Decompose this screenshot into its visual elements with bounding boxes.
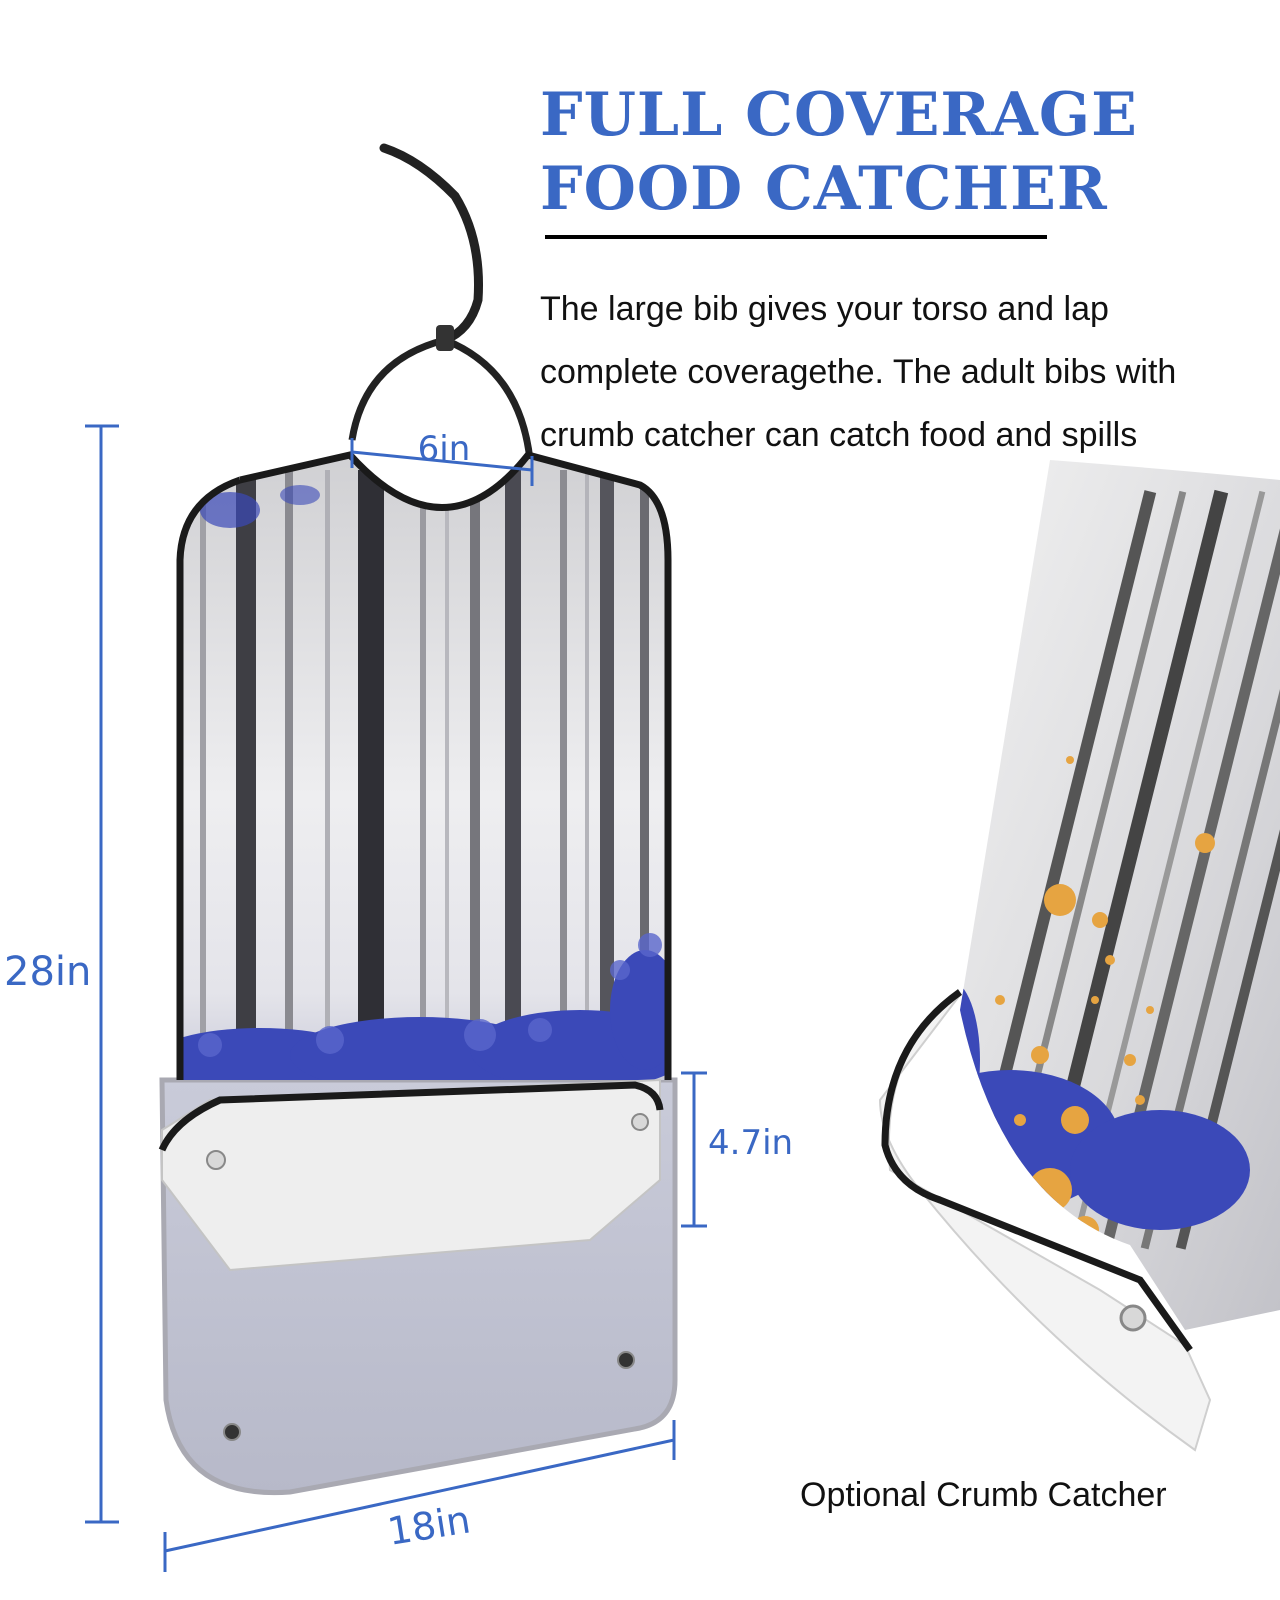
height-dimension-label: 28in <box>4 949 91 995</box>
description-line-3: crumb catcher can catch food and spills <box>540 416 1138 454</box>
neck-dimension-label: 6in <box>418 429 471 469</box>
closeup-caption: Optional Crumb Catcher <box>800 1476 1167 1514</box>
headline-line-1: FULL COVERAGE <box>540 80 1138 150</box>
dimension-lines <box>85 424 707 1572</box>
headline-line-2: FOOD CATCHER <box>540 154 1108 224</box>
description-line-2: complete coveragethe. The adult bibs wit… <box>540 353 1177 391</box>
product-description: The large bib gives your torso and lap c… <box>540 278 1260 467</box>
description-line-1: The large bib gives your torso and lap <box>540 290 1109 328</box>
bib-trim <box>239 451 672 1080</box>
pocket-dimension-label: 4.7in <box>708 1123 793 1163</box>
neck-strap-icon <box>348 143 534 461</box>
headline-divider <box>545 235 1047 239</box>
headline: FULL COVERAGE FOOD CATCHER <box>540 78 1260 226</box>
crumb-catcher-closeup <box>878 460 1280 1452</box>
snap-button-icon <box>206 1113 649 1441</box>
forest-print <box>180 455 668 1080</box>
width-dimension-label: 18in <box>385 1497 474 1553</box>
